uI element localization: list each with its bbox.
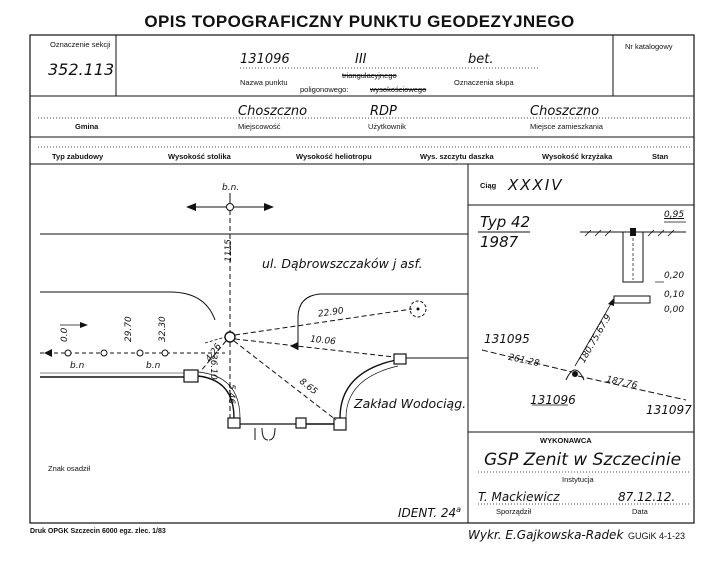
pt-131095: 131095: [484, 332, 530, 346]
year-value: 1987: [480, 233, 519, 251]
pt-131096: 131096: [530, 393, 576, 407]
document-title: OPIS TOPOGRAFICZNY PUNKTU GEODEZYJNEGO: [144, 12, 575, 31]
gmina-label: Gmina: [75, 122, 99, 131]
class-value: III: [355, 52, 367, 67]
ident-label: IDENT. 24a: [398, 505, 461, 520]
post-label: Oznaczenia słupa: [454, 78, 514, 87]
col-state: Stan: [652, 152, 669, 161]
dist-3230: 32.30: [158, 316, 168, 342]
ident-sup: a: [456, 505, 462, 514]
polygon-label: poligonowego:: [300, 85, 349, 94]
institution-label: Instytucja: [562, 475, 594, 484]
residence-label: Miejsce zamieszkania: [530, 122, 603, 131]
dim-095: 0,95: [664, 210, 685, 220]
dim-010: 0,10: [664, 290, 685, 300]
place-label: Miejscowość: [238, 122, 281, 131]
contractor-name: GSP Zenit w Szczecinie: [484, 450, 682, 470]
col-table-height: Wysokość stolika: [168, 152, 231, 161]
ident-value: IDENT. 24: [398, 506, 457, 520]
bn-left-2: b.n: [146, 361, 161, 371]
form-code: GUGiK 4-1-23: [628, 531, 686, 541]
bn-top-label: b.n.: [222, 183, 240, 193]
col-building-type: Typ zabudowy: [52, 152, 104, 161]
user-value: RDP: [370, 104, 397, 119]
point-name-label: Nazwa punktu: [240, 78, 288, 87]
user-label: Użytkownik: [368, 122, 406, 131]
dim-000: 0,00: [664, 305, 685, 315]
contractor-date: 87.12.12.: [618, 490, 676, 504]
bn-left-1: b.n: [70, 361, 85, 371]
dist-3610: 36.10: [208, 354, 218, 380]
person-name: T. Mackiewicz: [478, 490, 560, 504]
mark-value: bet.: [468, 52, 494, 67]
section-label: Oznaczenie sekcji: [50, 40, 111, 49]
facility-label: Zakład Wodociąg.: [354, 396, 467, 411]
dist-1115: 1115: [224, 239, 234, 262]
ciag-value: XXXIV: [508, 176, 564, 194]
dist-00: 0.0: [60, 327, 70, 342]
pt-131097: 131097: [646, 403, 692, 417]
col-roof-height: Wys. szczytu daszka: [420, 152, 494, 161]
dist-546: 5.46: [226, 384, 236, 405]
col-cross-height: Wysokość krzyżaka: [542, 152, 613, 161]
drafter-label: Wykr. E.Gajkowska-Radek: [468, 528, 624, 542]
ciag-label: Ciąg: [480, 181, 497, 190]
print-info: Druk OPGK Szczecin 6000 egz. zlec. 1/83: [30, 528, 166, 535]
section-value: 352.113: [48, 60, 115, 79]
person-label: Sporządził: [496, 507, 532, 516]
point-number: 131096: [240, 52, 290, 67]
catalog-label: Nr katalogowy: [625, 42, 673, 51]
triangulation-label: triangulacyjnego: [342, 71, 397, 80]
col-heliotrope-height: Wysokość heliotropu: [296, 152, 372, 161]
other-marks-label: Znak osadził: [48, 464, 91, 473]
date-label: Data: [632, 507, 648, 516]
residence-value: Choszczno: [530, 104, 600, 119]
dim-020: 0,20: [664, 271, 685, 281]
dist-2970: 29.70: [124, 316, 134, 342]
contractor-label: WYKONAWCA: [540, 436, 592, 445]
height-label: wysokościowego: [370, 85, 427, 94]
type-value: Typ 42: [480, 213, 531, 231]
place-value: Choszczno: [238, 104, 308, 119]
street-label: ul. Dąbrowszczaków j asf.: [262, 256, 423, 271]
